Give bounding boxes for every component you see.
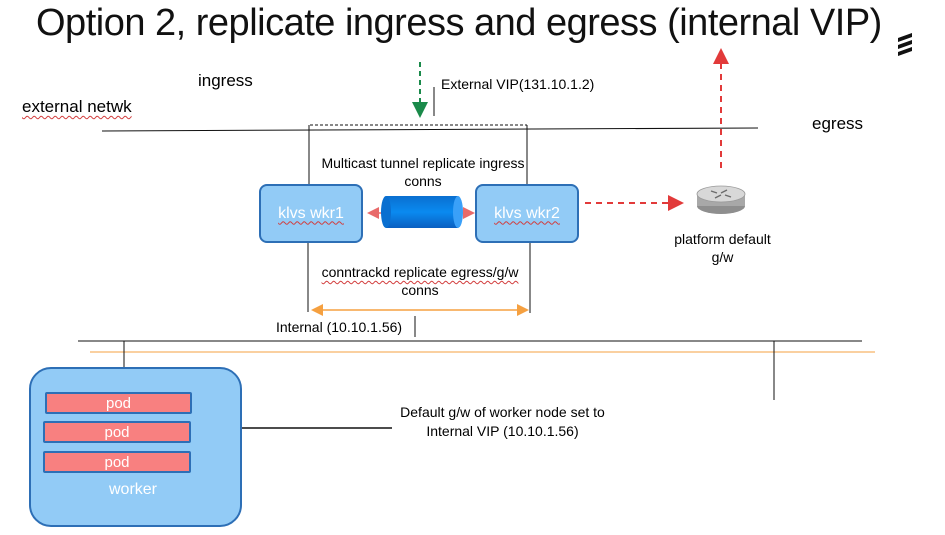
internal-vip-label: Internal (10.10.1.56) xyxy=(276,319,403,335)
external-network-label: external netwk xyxy=(22,97,132,117)
worker-label: worker xyxy=(109,481,158,498)
ingress-label: ingress xyxy=(198,71,253,90)
page-title: Option 2, replicate ingress and egress (… xyxy=(36,2,882,44)
default-gw-line1: Default g/w of worker node set to xyxy=(400,404,605,420)
external-vip-label: External VIP(131.10.1.2) xyxy=(441,76,595,92)
platform-gw-line2: g/w xyxy=(711,249,734,265)
external-network-text: external netwk xyxy=(22,97,132,116)
ericsson-logo xyxy=(898,33,912,56)
multicast-label-line2: conns xyxy=(404,173,442,189)
egress-label: egress xyxy=(812,114,864,133)
klvs-wkr1-label: klvs wkr1 xyxy=(278,204,344,222)
pod-1[interactable]: pod xyxy=(45,392,192,414)
conntrackd-line2: conns xyxy=(401,282,439,298)
klvs-wkr1-node[interactable]: klvs wkr1 xyxy=(259,184,363,243)
platform-gw-line1: platform default xyxy=(674,231,771,247)
conntrackd-label: conntrackd replicate egress/g/w conns xyxy=(300,264,540,298)
klvs-wkr2-label: klvs wkr2 xyxy=(494,204,560,222)
conntrackd-text: conntrackd replicate egress/g/w xyxy=(321,264,519,280)
multicast-label-line1: Multicast tunnel replicate ingress xyxy=(321,155,525,171)
pod-3[interactable]: pod xyxy=(43,451,191,473)
default-gw-line2: Internal VIP (10.10.1.56) xyxy=(426,423,579,439)
external-network-line xyxy=(101,127,759,132)
multicast-tunnel xyxy=(381,196,463,228)
default-gw-label: Default g/w of worker node set to Intern… xyxy=(370,404,635,439)
worker-node[interactable] xyxy=(29,367,242,527)
platform-gw-label: platform default g/w xyxy=(660,231,785,265)
conntrackd-line1: conntrackd replicate egress/g/w xyxy=(300,264,540,280)
multicast-label: Multicast tunnel replicate ingress conns xyxy=(313,155,533,189)
router-icon xyxy=(696,185,746,214)
klvs-wkr2-node[interactable]: klvs wkr2 xyxy=(475,184,579,243)
pod-2[interactable]: pod xyxy=(43,421,191,443)
